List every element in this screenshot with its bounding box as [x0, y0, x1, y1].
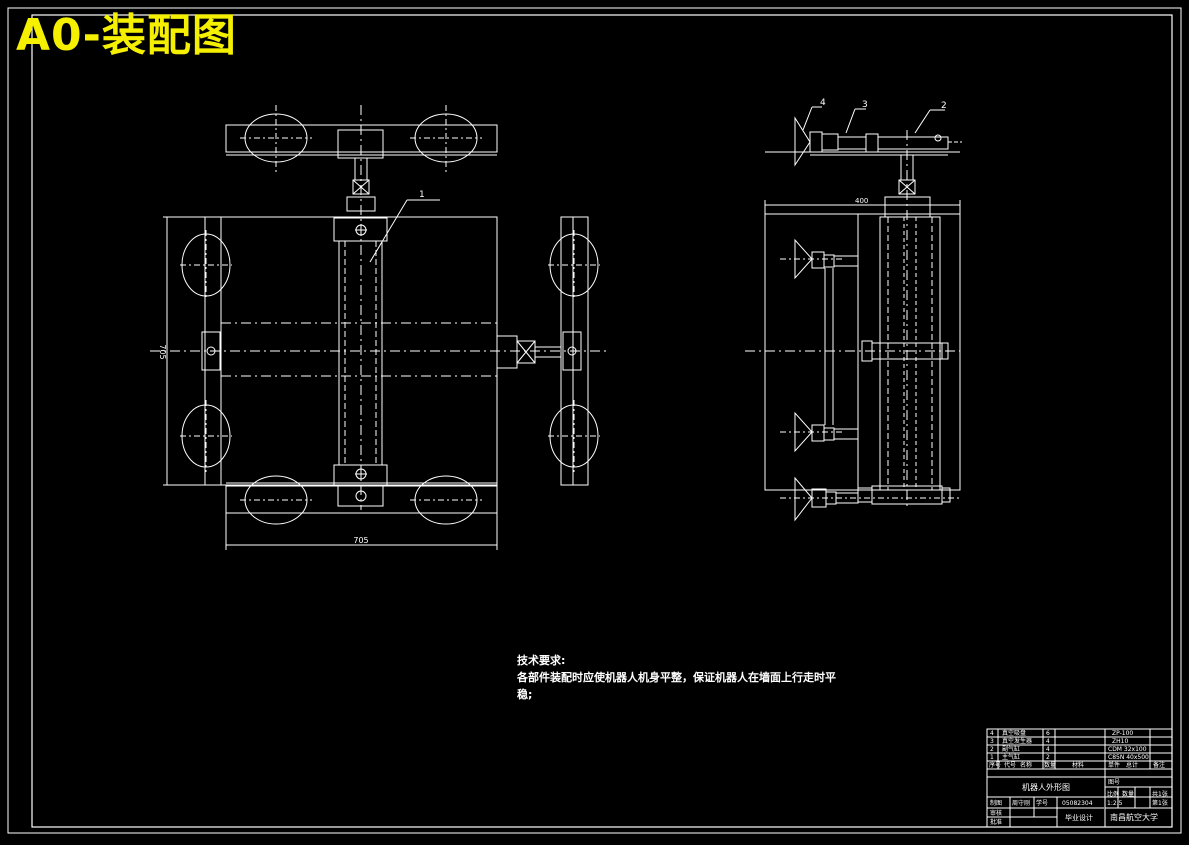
approver-label: 批准: [990, 818, 1002, 826]
callout-3: 3: [862, 100, 868, 110]
header-cell: 数量: [1044, 761, 1056, 769]
part-no: 2: [990, 746, 994, 753]
drawing-no-label: 图号: [1108, 779, 1120, 786]
part-no: 4: [990, 730, 994, 737]
inner-border: [31, 14, 1173, 828]
part-no: 3: [990, 738, 994, 745]
part-remark: CDM 32x100: [1108, 746, 1147, 753]
part-name: 主气缸: [1002, 753, 1020, 761]
part-qty: 4: [1046, 746, 1050, 753]
part-name: 真空发生器: [1002, 737, 1032, 745]
header-cell: 备注: [1153, 761, 1165, 769]
left-view: [150, 105, 610, 550]
callout-1: 1: [419, 190, 425, 200]
part-name: 副气缸: [1002, 745, 1020, 753]
header-cell: 序号: [989, 761, 1001, 769]
student-no: 05082304: [1062, 800, 1093, 807]
part-remark: ZP-100: [1112, 730, 1133, 737]
callout-4: 4: [820, 98, 826, 108]
technical-requirements: 技术要求: 各部件装配时应使机器人机身平整，保证机器人在墙面上行走时平 稳;: [517, 652, 836, 703]
title-block-text: 4 真空吸盘 6 ZP-100 3 真空发生器 4 ZH10 2 副气缸 4 C…: [989, 729, 1168, 826]
header-cell: 单件: [1108, 761, 1120, 769]
sub-cylinder-2: [877, 136, 949, 150]
suction-cup-side-3: [794, 476, 813, 522]
tech-line-1: 各部件装配时应使机器人机身平整，保证机器人在墙面上行走时平: [517, 671, 836, 684]
part-name: 真空吸盘: [1002, 729, 1026, 737]
school-name: 南昌航空大学: [1110, 812, 1158, 822]
scale-label: 比例: [1107, 790, 1119, 798]
tech-line-2: 稳;: [517, 688, 533, 701]
sheet-count: 共1张: [1152, 790, 1168, 798]
student-no-label: 学号: [1036, 799, 1048, 807]
part-remark: C85N 40x500: [1108, 754, 1149, 761]
main-cylinder-side: [879, 216, 941, 491]
dim-label-400: 400: [855, 197, 868, 205]
header-cell: 代号: [1004, 761, 1016, 769]
title-block: [986, 728, 1173, 828]
checker-label: 审核: [990, 809, 1002, 817]
right-view: [745, 106, 962, 522]
part-qty: 6: [1046, 730, 1050, 737]
scale-value: 1:2.5: [1107, 800, 1123, 807]
sheet-number: 第1张: [1152, 799, 1168, 807]
project-name: 毕业设计: [1065, 813, 1093, 822]
dim-label-height: 705: [158, 344, 167, 359]
part-qty: 2: [1046, 754, 1050, 761]
tech-title: 技术要求:: [517, 654, 566, 667]
part-no: 1: [990, 754, 994, 761]
header-cell: 总计: [1126, 761, 1138, 769]
side-frame: [764, 213, 961, 491]
part-qty: 4: [1046, 738, 1050, 745]
page-title: A0-装配图: [16, 10, 237, 61]
dim-label-width: 705: [353, 536, 368, 545]
header-cell: 材料: [1072, 761, 1084, 769]
designer-label: 制图: [990, 799, 1002, 807]
outer-border: [7, 7, 1182, 834]
suction-cup-4: [794, 116, 811, 167]
header-cell: 名称: [1020, 761, 1032, 769]
qty-label: 数量: [1122, 790, 1134, 798]
designer-name: 周守刚: [1012, 799, 1030, 807]
part-remark: ZH10: [1112, 738, 1128, 745]
callout-2: 2: [941, 101, 947, 111]
drawing-name: 机器人外形图: [1022, 782, 1070, 792]
